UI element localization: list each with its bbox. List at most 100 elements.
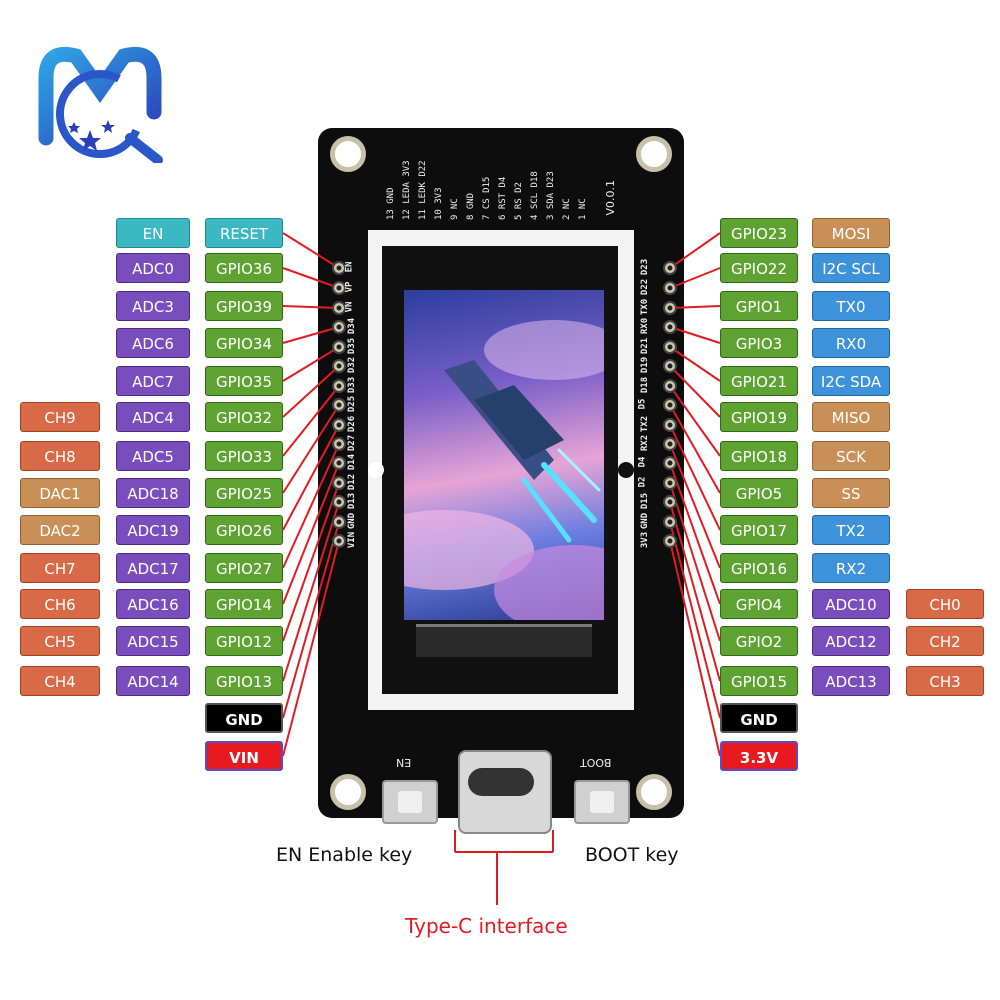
right-gnd-label: GND — [720, 703, 798, 733]
leader-left — [282, 501, 340, 682]
leader-left — [282, 346, 340, 382]
leader-right — [669, 346, 721, 382]
pin-left-hole — [336, 441, 342, 447]
silk-right: D4 — [637, 456, 648, 468]
pin-left-hole — [336, 460, 342, 466]
leader-left — [282, 385, 340, 457]
right-gpio-label: GPIO3 — [720, 328, 798, 358]
left-gpio-label: GPIO25 — [205, 478, 283, 508]
right-3v3-label: 3.3V — [720, 741, 798, 771]
left-gpio-label: GPIO35 — [205, 366, 283, 396]
leader-right-gnd — [669, 521, 721, 719]
left-adc-label: ADC17 — [116, 553, 190, 583]
left-ch-label: CH4 — [20, 666, 100, 696]
silk-right: D18 — [640, 376, 651, 394]
left-gnd-label: GND — [205, 703, 283, 733]
typec-caption: Type-C interface — [405, 914, 568, 938]
left-adc-label: ADC16 — [116, 589, 190, 619]
pin-left-hole — [336, 538, 342, 544]
leader-left — [282, 326, 340, 344]
frame-notch-left — [368, 462, 384, 478]
right-gpio-label: GPIO2 — [720, 626, 798, 656]
leader-right-3v3 — [669, 540, 721, 757]
boot-button[interactable] — [574, 780, 630, 824]
right-func-label: TX0 — [812, 291, 890, 321]
silk-right: D23 — [640, 258, 651, 276]
mount-hole-bl — [330, 774, 366, 810]
silk-left: GND — [347, 512, 358, 530]
leader-left — [282, 462, 340, 605]
right-gpio-label: GPIO4 — [720, 589, 798, 619]
leader-right — [669, 232, 721, 269]
pin-right-hole — [667, 499, 673, 505]
leader-left — [282, 443, 340, 569]
right-func-label: MOSI — [812, 218, 890, 248]
pin-left-hole — [336, 480, 342, 486]
brand-logo — [38, 46, 163, 163]
pin-right-hole — [667, 363, 673, 369]
pin-left-hole — [336, 422, 342, 428]
leader-right — [669, 482, 721, 642]
display-screen — [404, 290, 604, 620]
silk-right: D21 — [640, 337, 651, 355]
en-button[interactable] — [382, 780, 438, 824]
left-adc-label: ADC14 — [116, 666, 190, 696]
en-button-cap — [398, 791, 422, 813]
pin-right-hole — [667, 285, 673, 291]
pin-right-hole — [667, 538, 673, 544]
boot-key-caption: BOOT key — [585, 844, 679, 866]
right-func-label: TX2 — [812, 515, 890, 545]
mount-hole-tl — [330, 136, 366, 172]
silk-right: D2 — [637, 476, 648, 488]
pin-right-hole — [667, 402, 673, 408]
silk-right: TX2 — [640, 415, 651, 433]
right-gpio-label: GPIO1 — [720, 291, 798, 321]
boot-button-cap — [590, 791, 614, 813]
left-adc-label: ADC6 — [116, 328, 190, 358]
silk-right: RX2 — [640, 434, 651, 452]
right-gpio-label: GPIO16 — [720, 553, 798, 583]
pin-left-hole — [336, 324, 342, 330]
leader-left — [282, 482, 340, 642]
left-adc-label: ADC5 — [116, 441, 190, 471]
mount-hole-tr — [636, 136, 672, 172]
left-adc-label: ADC18 — [116, 478, 190, 508]
left-gpio-label: GPIO13 — [205, 666, 283, 696]
en-key-caption: EN Enable key — [276, 844, 413, 866]
left-adc-label: ADC4 — [116, 402, 190, 432]
pin-left-hole — [336, 383, 342, 389]
silk-right: GND — [640, 512, 651, 530]
leader-right — [669, 326, 721, 344]
silk-left: VN — [344, 301, 355, 313]
pin-right-hole — [667, 480, 673, 486]
silk-left: D26 — [347, 415, 358, 433]
left-ch-label: CH8 — [20, 441, 100, 471]
pin-right-hole — [667, 460, 673, 466]
leader-right — [669, 365, 721, 418]
right-func-label: SS — [812, 478, 890, 508]
pin-right-hole — [667, 265, 673, 271]
silk-right: D15 — [640, 492, 651, 510]
leader-left-gnd — [282, 521, 340, 719]
left-vin-label: VIN — [205, 741, 283, 771]
right-gpio-label: GPIO17 — [720, 515, 798, 545]
right-func-label: I2C SDA — [812, 366, 890, 396]
left-gpio-label: GPIO36 — [205, 253, 283, 283]
leader-right — [669, 305, 721, 309]
right-func-label: ADC12 — [812, 626, 890, 656]
left-gpio-label: GPIO34 — [205, 328, 283, 358]
right-gpio-label: GPIO23 — [720, 218, 798, 248]
screen-spaceship-icon — [404, 320, 604, 620]
silk-left: D13 — [347, 492, 358, 510]
silk-left: D25 — [347, 395, 358, 413]
silk-left: VIN — [347, 531, 358, 549]
silk-left: D32 — [347, 356, 358, 374]
silk-left: D35 — [347, 337, 358, 355]
left-gpio-label: GPIO14 — [205, 589, 283, 619]
pin-left-hole — [336, 285, 342, 291]
pin-left-hole — [336, 363, 342, 369]
left-adc-label: ADC3 — [116, 291, 190, 321]
pin-left-hole — [336, 305, 342, 311]
